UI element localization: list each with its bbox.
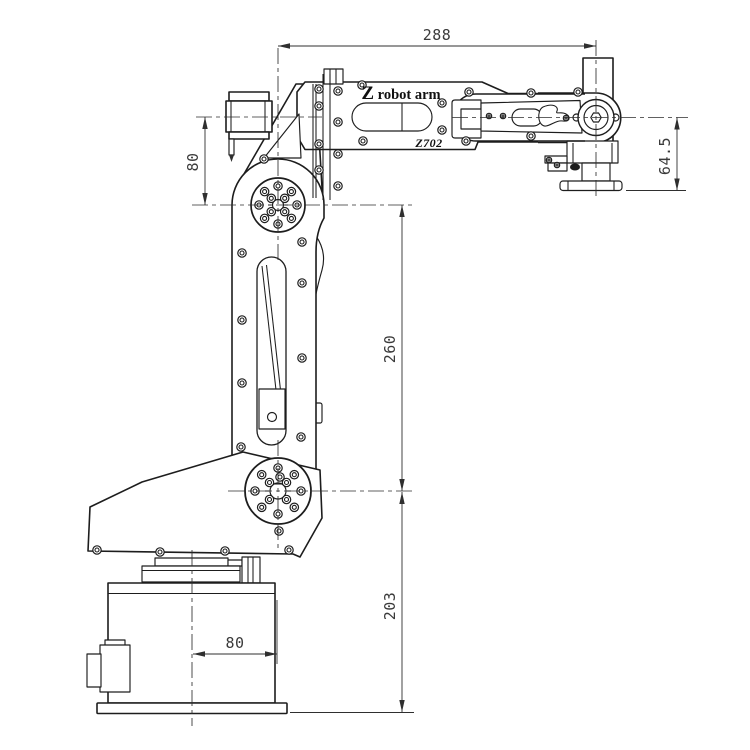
robot-body: [86, 57, 623, 715]
screw-icon: [437, 98, 447, 108]
screw-icon: [256, 502, 267, 513]
screw-icon: [279, 193, 290, 204]
screw-icon: [333, 181, 343, 191]
center-lines: [191, 40, 688, 726]
screw-icon: [92, 545, 102, 555]
base-connector: [99, 644, 131, 693]
upper-arm-belt-slot: [256, 256, 287, 446]
turntable-bracket: [241, 556, 261, 584]
screw-icon: [155, 547, 165, 557]
motor-shaft-pin: [228, 138, 235, 156]
screw-icon: [461, 136, 471, 146]
screw-icon: [237, 378, 247, 388]
dim-wrist-to-flange: 64.5: [626, 117, 686, 191]
screws-layer: [92, 80, 583, 557]
elbow-motor: [225, 91, 273, 162]
screw-icon: [297, 353, 307, 363]
screw-icon: [314, 139, 324, 149]
screw-icon: [286, 186, 297, 197]
screw-icon: [264, 494, 275, 505]
screw-icon: [266, 193, 277, 204]
screw-icon: [289, 469, 300, 480]
screw-icon: [237, 248, 247, 258]
screw-icon: [259, 213, 270, 224]
dim-shoulder-to-base: 203: [290, 492, 414, 713]
screw-icon: [357, 80, 367, 90]
dim-horizontal-reach: 288: [278, 26, 596, 49]
belt-clamp: [258, 388, 286, 430]
screw-icon: [274, 526, 284, 536]
screw-icon: [281, 477, 292, 488]
screw-icon: [437, 125, 447, 135]
turntable: [141, 556, 261, 584]
screw-icon: [264, 477, 275, 488]
forearm-slot: [351, 102, 433, 132]
screw-icon: [358, 136, 368, 146]
base: [86, 582, 288, 715]
screw-icon: [314, 165, 324, 175]
screw-icon: [333, 86, 343, 96]
model-label: Z702: [414, 136, 442, 150]
screw-icon: [256, 469, 267, 480]
screw-icon: [562, 114, 570, 122]
screw-icon: [464, 87, 474, 97]
dimensions: 288 80 64.5 260: [184, 26, 686, 713]
top-standoff-nut: [323, 68, 344, 85]
triangle-cutout: [263, 113, 302, 159]
dim-motor-to-elbow: 80: [184, 117, 208, 205]
dim-label-260: 260: [381, 335, 399, 364]
screw-icon: [279, 206, 290, 217]
dim-base-offset: 80: [193, 600, 278, 664]
screw-icon: [573, 87, 583, 97]
dim-label-203: 203: [381, 592, 399, 621]
linkage-clevis: [451, 99, 482, 139]
wrist-clamp-screw: [570, 163, 580, 171]
screw-icon: [314, 101, 324, 111]
screw-icon: [297, 237, 307, 247]
screw-icon: [259, 154, 269, 164]
dim-elbow-to-shoulder: 260: [381, 205, 405, 491]
screw-icon: [526, 131, 536, 141]
screw-icon: [236, 442, 246, 452]
dim-label-80-left: 80: [184, 152, 202, 171]
screw-icon: [314, 84, 324, 94]
screw-icon: [286, 213, 297, 224]
screw-icon: [553, 161, 561, 169]
screw-icon: [281, 494, 292, 505]
screw-icon: [220, 546, 230, 556]
dim-label-80-base: 80: [225, 634, 244, 652]
tensioner-tab: [315, 235, 325, 295]
screw-icon: [266, 206, 277, 217]
brand-label: Z robot arm: [361, 83, 440, 104]
dim-label-64-5: 64.5: [656, 137, 674, 175]
screw-icon: [526, 88, 536, 98]
dim-label-288: 288: [423, 26, 452, 44]
tool-flange: [559, 180, 623, 192]
screw-icon: [333, 149, 343, 159]
screw-icon: [297, 278, 307, 288]
screw-icon: [289, 502, 300, 513]
screw-icon: [284, 545, 294, 555]
screw-icon: [259, 186, 270, 197]
base-body: [107, 582, 276, 704]
screw-icon: [237, 315, 247, 325]
screw-icon: [333, 117, 343, 127]
screw-icon: [545, 156, 553, 164]
screw-icon: [296, 432, 306, 442]
engraved-labels: Z robot arm Z702: [361, 83, 442, 150]
